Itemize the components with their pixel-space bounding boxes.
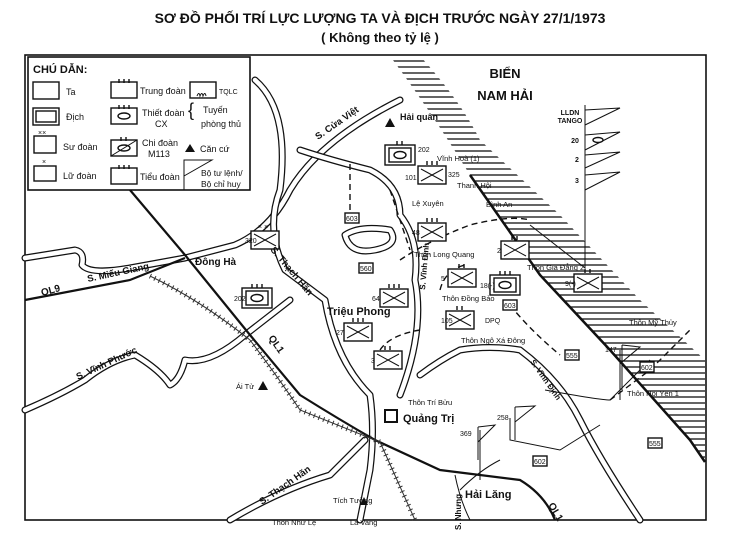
place-hoi-yen: Thôn Hội Yên 1 <box>627 389 679 398</box>
place-hai-lang: Hải Lăng <box>465 489 511 501</box>
river-vinh-phuoc: S. Vĩnh Phước <box>75 345 139 383</box>
railway <box>149 275 416 521</box>
defense-line-mid <box>379 217 531 351</box>
place-hai-quan: Hải quân <box>400 112 438 122</box>
unit-2-command: 2 <box>575 157 579 164</box>
legend-thiet-doan: Thiết đoàn <box>142 108 185 118</box>
unit-105: 105 <box>441 318 453 325</box>
unit-links <box>459 350 651 491</box>
legend-lu-doan: Lữ đoàn <box>63 171 97 181</box>
base-602-east: 602 <box>641 365 653 372</box>
unit-48: 48 <box>412 230 420 237</box>
place-long-quang: Thôn Long Quang <box>414 250 474 259</box>
river-vinh-dinh-south: S. Vĩnh Định <box>528 358 562 402</box>
river-nhung: S. Nhưng <box>454 494 463 530</box>
place-thanh-hoi: Thanh Hội <box>457 181 492 190</box>
unit-64: 64 <box>372 296 380 303</box>
unit-202-north: 202 <box>418 147 430 154</box>
sea-label-1: BIỂN <box>489 66 520 81</box>
unit-5: 5 <box>441 276 445 283</box>
place-gia-dang: Thôn Gia Đẳng 2 <box>527 263 584 272</box>
legend-heading: CHÚ DẪN: <box>33 63 87 76</box>
unit-lldn: LLDN <box>561 110 580 117</box>
legend-phong-thu: phòng thủ <box>201 119 241 129</box>
command-flag-icon <box>183 159 214 190</box>
naval-commands: LLDN TANGO 20 2 3 <box>558 107 621 191</box>
place-tri-buu: Thôn Trí Bửu <box>408 398 452 407</box>
road-label-ql1-north: QL1 <box>266 333 286 356</box>
base-triangle-icon <box>185 144 195 152</box>
place-dong-ha: Đông Hà <box>195 257 237 268</box>
legend-dich: Địch <box>66 112 84 122</box>
unit-369: 369 <box>460 431 472 438</box>
svg-text:× ×: × × <box>258 224 268 231</box>
map-subtitle: ( Không theo tỷ lệ ) <box>321 30 439 45</box>
map-frame <box>24 54 707 521</box>
svg-text:{: { <box>188 100 194 120</box>
place-ai-tu: Ái Tử <box>236 382 254 391</box>
place-my-thuy: Thôn Mỹ Thủy <box>629 318 677 327</box>
base-603-east: 603 <box>504 303 516 310</box>
svg-text:××: ×× <box>38 130 46 137</box>
place-tich-tuong: Tích Tường <box>333 496 372 505</box>
legend-bo-chi-huy: Bộ chỉ huy <box>201 179 241 189</box>
place-dong-bao: Thôn Đồng Bảo <box>442 294 495 303</box>
unit-20: 20 <box>571 138 579 145</box>
base-markers: 603 603 560 555 555 602 602 <box>344 212 663 467</box>
defense-line-north <box>349 160 411 251</box>
unit-tango: TANGO <box>558 118 583 125</box>
legend: CHÚ DẪN: Ta Địch ×× Sư đoàn × Lữ đoàn Tr… <box>27 56 251 191</box>
legend-tqlc: TQLC <box>219 89 238 96</box>
rivers <box>21 76 644 524</box>
legend-chi-doan: Chi đoàn <box>142 138 178 148</box>
legend-trung-doan: Trung đoàn <box>140 86 186 96</box>
legend-m113: M113 <box>148 149 170 159</box>
place-nhu-le: Thôn Như Lệ <box>272 518 316 527</box>
legend-tieu-doan: Tiểu đoàn <box>140 172 180 182</box>
place-ngo-xa-dong: Thôn Ngô Xá Đông <box>461 336 525 345</box>
legend-cx: CX <box>155 119 168 129</box>
place-quang-tri: Quảng Trị <box>403 413 454 425</box>
unit-2: 2 <box>497 248 501 255</box>
river-thach-han-north: S. Thạch Hãn <box>268 245 315 298</box>
unit-18: 18(-) <box>480 283 495 290</box>
unit-3-command: 3 <box>575 178 579 185</box>
base-555-north: 555 <box>566 353 578 360</box>
base-555-south: 555 <box>649 441 661 448</box>
sea-label-2: NAM HẢI <box>477 88 533 103</box>
base-602-south: 602 <box>534 459 546 466</box>
unit-320: 320 <box>245 238 257 245</box>
map-title: SƠ ĐỒ PHỐI TRÍ LỰC LƯỢNG TA VÀ ĐỊCH TRƯỚ… <box>155 9 606 26</box>
unit-symbols: × × <box>241 118 642 505</box>
unit-3: 3 <box>371 358 375 365</box>
place-vinh-hoa: Vĩnh Hoà (1) <box>437 154 480 163</box>
legend-can-cu: Căn cứ <box>200 144 230 154</box>
unit-27: 27 <box>336 330 344 337</box>
svg-text:×: × <box>42 159 46 166</box>
legend-tuyen: Tuyến <box>203 105 228 115</box>
unit-325: 325 <box>448 172 460 179</box>
place-trieu-phong: Triệu Phong <box>327 306 391 318</box>
place-le-xuyen: Lệ Xuyên <box>412 199 444 208</box>
unit-dpq: DPQ <box>485 318 501 325</box>
unit-9: 9(-) <box>565 281 576 288</box>
base-603-north: 603 <box>346 216 358 223</box>
base-560: 560 <box>360 266 372 273</box>
place-binh-an: Bình An <box>486 200 512 209</box>
unit-202-west: 202 <box>234 296 246 303</box>
river-vinh-dinh-north: S. Vĩnh Định <box>418 242 431 290</box>
unit-101: 101 <box>405 175 417 182</box>
road-label-ql9: QL9 <box>40 283 62 299</box>
road-ql9 <box>24 256 186 302</box>
legend-bo-tu-lenh: Bộ tư lệnh/ <box>201 168 243 178</box>
legend-ta: Ta <box>66 87 76 97</box>
unit-147: 147 <box>605 347 617 354</box>
legend-su-doan: Sư đoàn <box>63 142 98 152</box>
quang-tri-citadel-icon <box>384 409 398 423</box>
command-line <box>529 105 586 270</box>
unit-258: 258 <box>497 415 509 422</box>
road-ql1 <box>129 189 557 521</box>
place-la-vang: La Vang <box>350 518 377 527</box>
